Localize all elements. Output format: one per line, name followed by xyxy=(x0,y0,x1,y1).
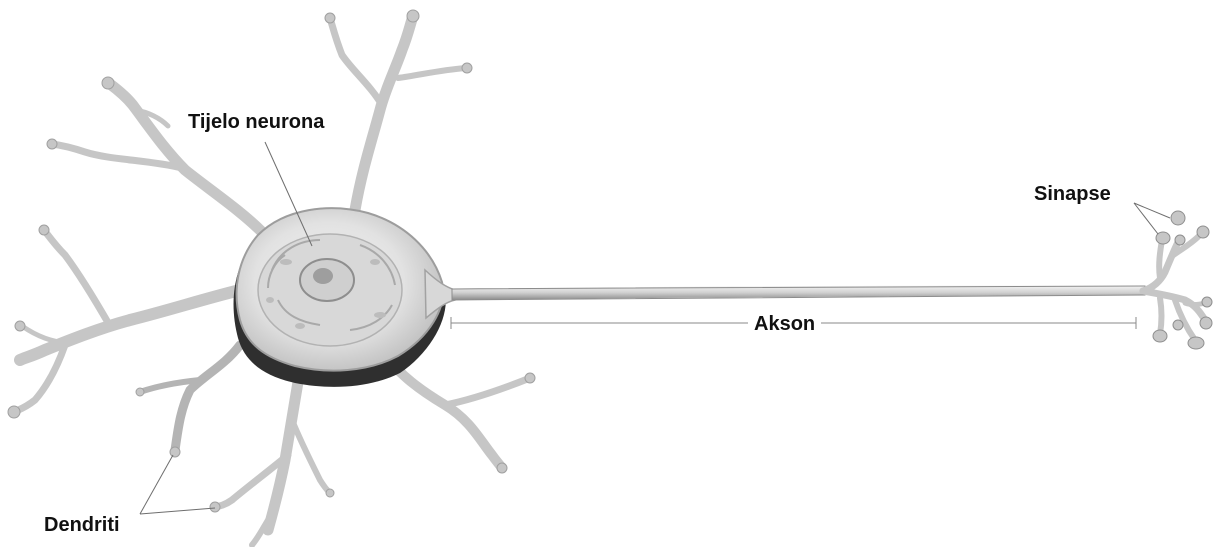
dendrite-bottom xyxy=(268,370,300,530)
dendrites-label: Dendriti xyxy=(44,514,120,537)
synapse-label: Sinapse xyxy=(1034,183,1111,206)
dendrite-lower-right-sub xyxy=(445,378,530,405)
synapse-bouton xyxy=(1173,320,1183,330)
nucleus xyxy=(300,259,354,301)
synapse-bouton xyxy=(1171,211,1185,225)
dendrite-leader-2 xyxy=(140,508,215,514)
axon-label: Akson xyxy=(748,313,821,336)
synapse-bouton xyxy=(1202,297,1212,307)
dendrite-lower-right xyxy=(385,355,502,468)
dendrite-leader-1 xyxy=(140,455,173,514)
axon xyxy=(452,286,1145,300)
synapse-bouton xyxy=(1200,317,1212,329)
dendrite-top-right xyxy=(398,68,466,78)
dendrite-top xyxy=(355,16,413,210)
synapse-bouton xyxy=(1197,226,1209,238)
synapse-bouton xyxy=(1153,330,1167,342)
cell-body-label: Tijelo neurona xyxy=(188,111,324,134)
dendrite-lower-left xyxy=(175,345,240,450)
dendrite-top-left xyxy=(330,18,382,105)
dendrite-left-sub xyxy=(22,326,68,343)
synapse-bouton xyxy=(1188,337,1204,349)
dendrite-left xyxy=(20,290,240,360)
dendrite-left-up xyxy=(44,230,110,326)
synapse-bouton xyxy=(1175,235,1185,245)
dendrite-bottom-right xyxy=(292,420,330,493)
